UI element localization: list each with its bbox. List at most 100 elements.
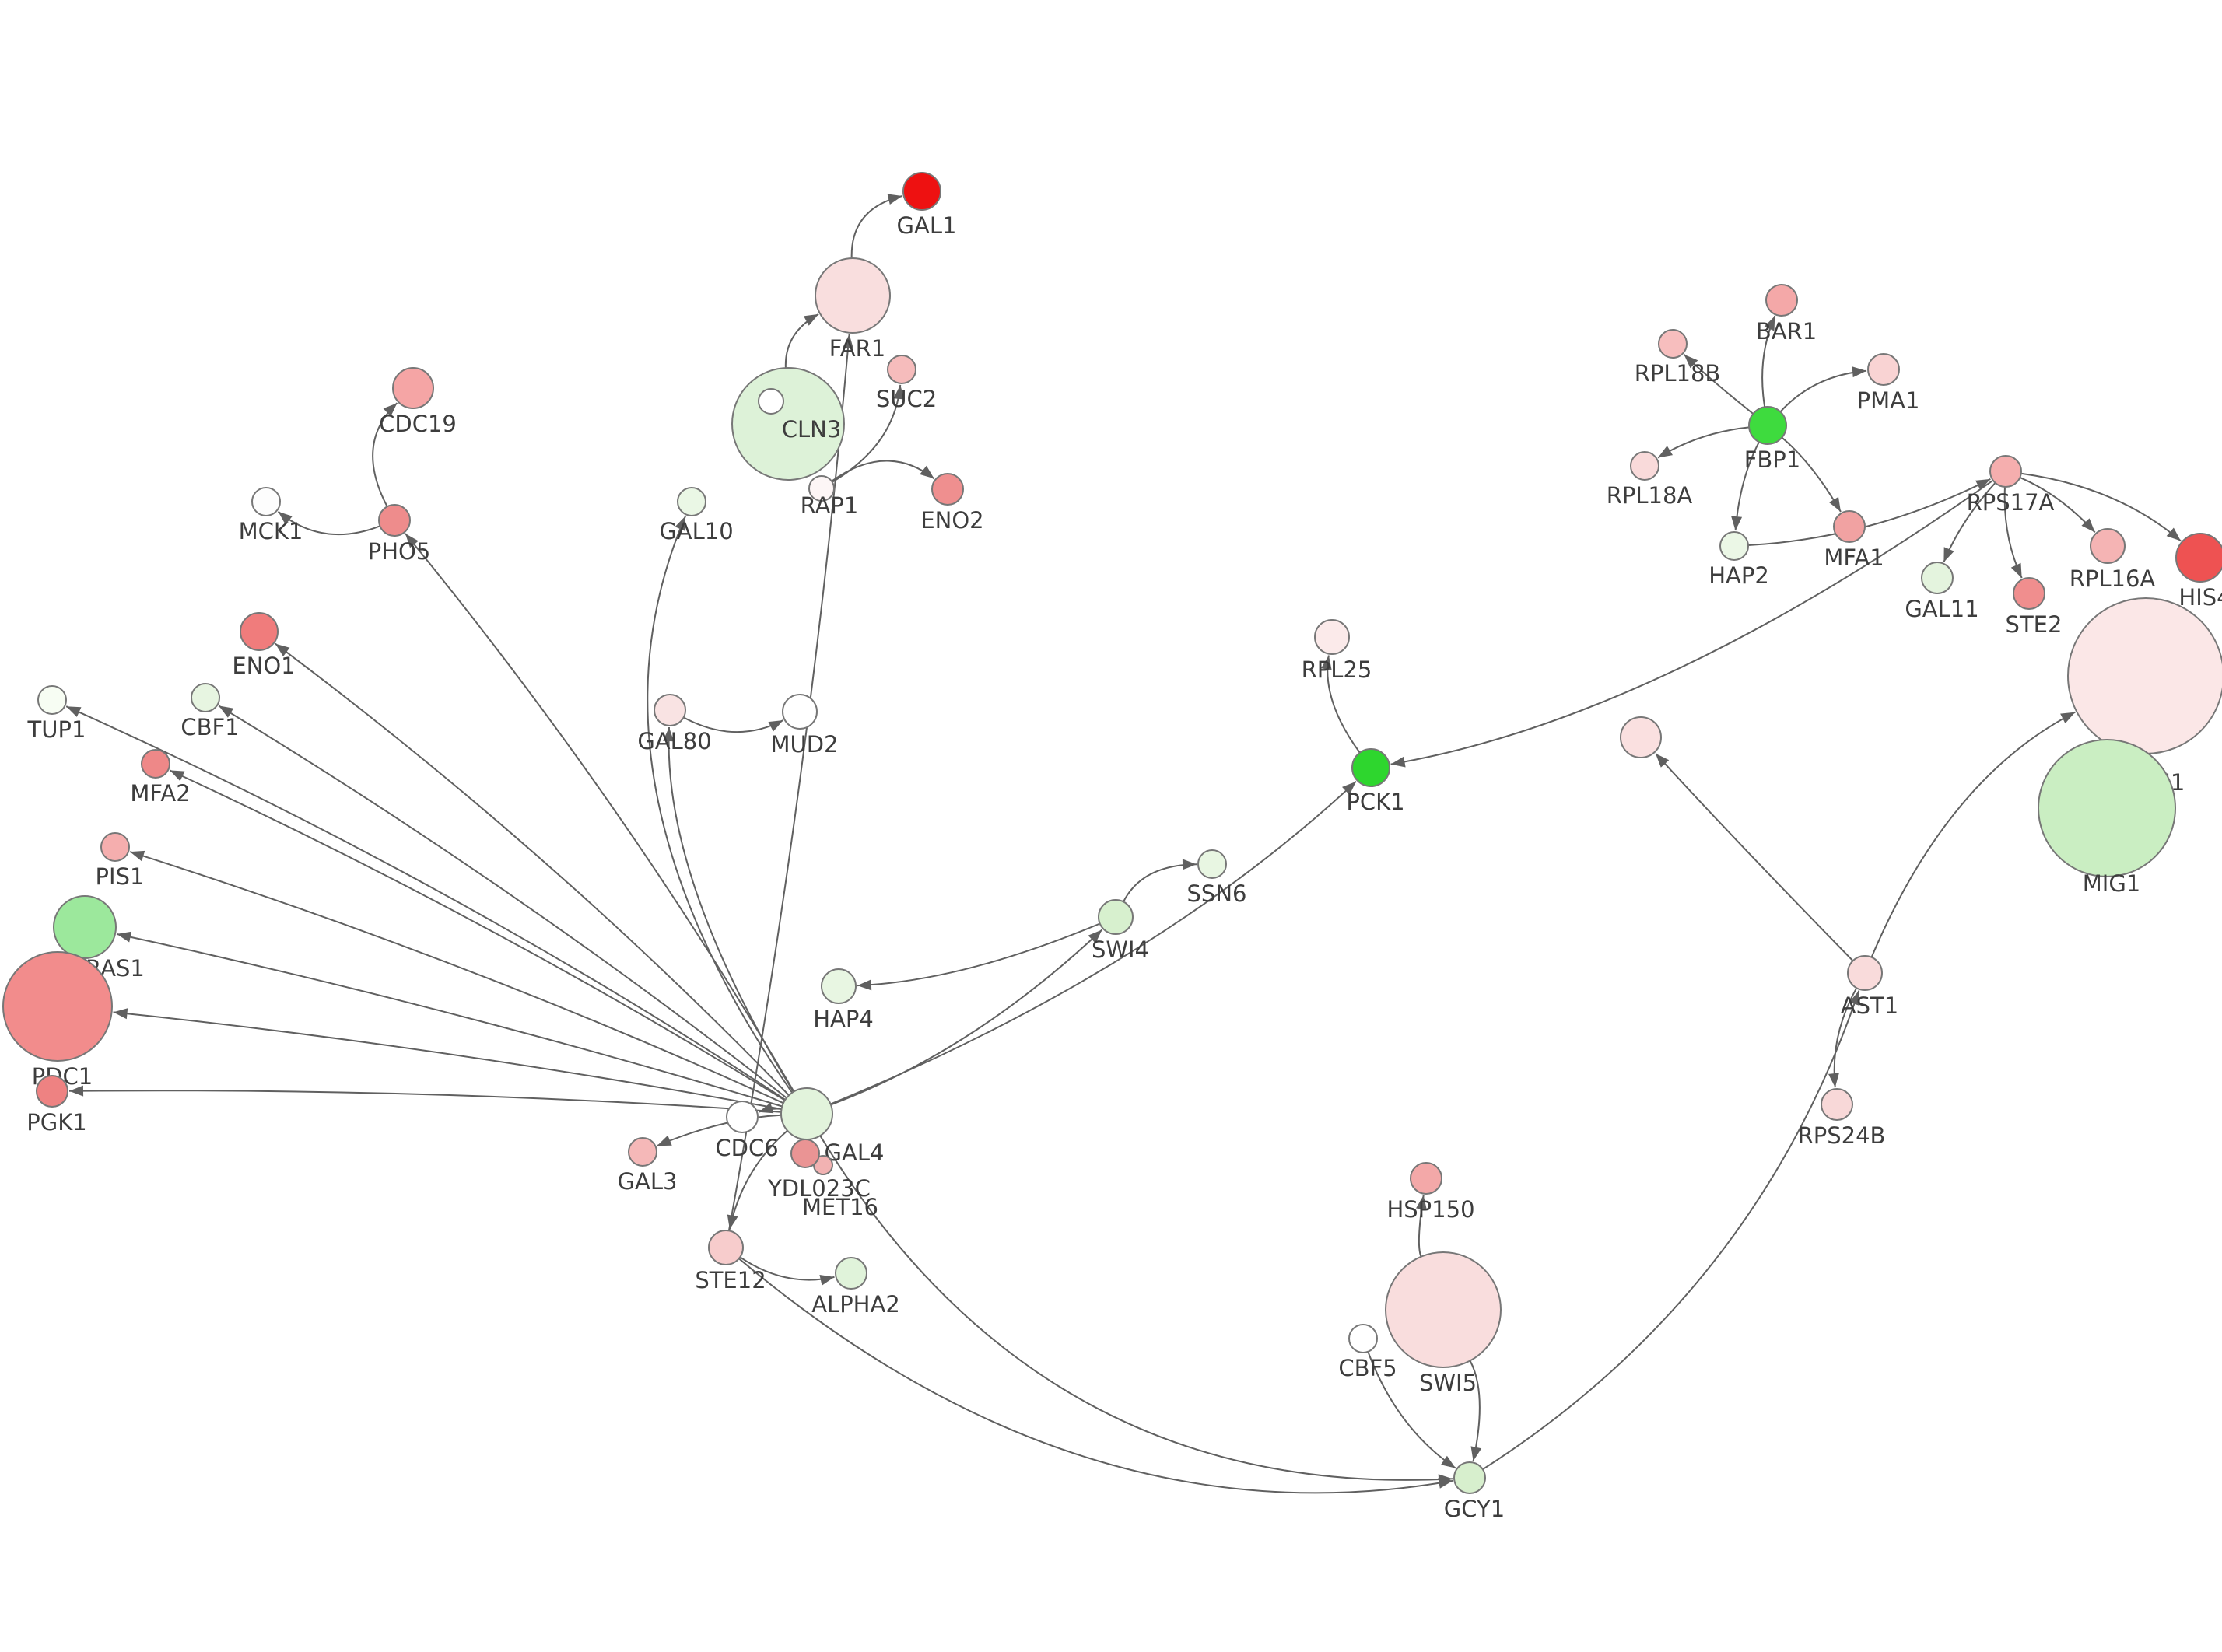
node-RAP1[interactable] [808,475,835,502]
node-MCM1[interactable] [2067,597,2222,754]
node-CDC6[interactable] [726,1101,759,1133]
node-label-ALPHA2: ALPHA2 [811,1291,900,1318]
node-GCY1[interactable] [1453,1461,1486,1494]
node-RPL18A[interactable] [1630,451,1659,481]
node-label-BAR1: BAR1 [1756,318,1817,345]
node-MFA2[interactable] [141,749,170,779]
edge-GAL4-PDC1[interactable] [113,1011,782,1110]
arrowhead-STE12-ALPHA2 [819,1275,835,1286]
node-MUD2[interactable] [782,694,818,730]
node-ENO2[interactable] [931,473,964,506]
edge-RAP1-ENO2[interactable] [831,460,935,482]
node-PIS1[interactable] [100,832,130,862]
node-SWI4[interactable] [1098,899,1134,935]
edge-RPS17A-PCK1[interactable] [1390,479,1994,765]
edge-SWI5-GCY1[interactable] [1469,1360,1481,1461]
edge-GAL4-GAL10[interactable] [647,516,794,1094]
node-CBF5[interactable] [1348,1324,1378,1353]
node-PDC1[interactable] [2,951,113,1062]
node-RPL16A[interactable] [2090,528,2126,564]
node-GAL10[interactable] [677,487,706,516]
node-RPL25[interactable] [1314,619,1350,655]
edge-FBP1-RPL18A[interactable] [1657,426,1750,459]
node-RPL18B[interactable] [1658,329,1688,359]
node-GAL1[interactable] [902,172,941,211]
node-HSP150[interactable] [1410,1162,1442,1195]
node-GAL80[interactable] [654,694,686,726]
node-ENO1[interactable] [240,612,279,651]
node-CBF1[interactable] [191,683,220,712]
edge-GAL4-SWI4[interactable] [830,929,1103,1106]
node-UNK1[interactable] [1620,716,1662,758]
node-HAP2[interactable] [1719,531,1749,561]
node-PMA1[interactable] [1867,353,1900,386]
node-RAS1[interactable] [53,895,117,959]
arrowhead-GAL4-PHO5 [405,534,419,548]
edge-GAL4-GAL3[interactable] [657,1114,782,1147]
edge-HAP2-RPS17A[interactable] [1747,478,1991,546]
arrowhead-RPS17A-GAL11 [1943,547,1954,562]
node-GAL4[interactable] [780,1087,833,1140]
node-FBP1[interactable] [1748,406,1787,445]
edge-GAL4-GCY1[interactable] [819,1135,1453,1481]
edge-CLN3-FAR1[interactable] [784,313,819,369]
node-INNER1[interactable] [758,388,784,415]
edge-GAL4-ENO1[interactable] [275,642,790,1096]
node-RPS17A[interactable] [1989,455,2022,488]
node-label-GCY1: GCY1 [1444,1496,1505,1522]
edge-GAL4-GAL80[interactable] [668,726,794,1093]
node-STE2[interactable] [2013,577,2045,610]
node-RPS24B[interactable] [1821,1088,1853,1121]
edge-RPS17A-HIS4[interactable] [2020,472,2182,542]
node-SSN6[interactable] [1197,849,1227,879]
node-BAR1[interactable] [1765,284,1798,317]
node-MIG1[interactable] [2038,739,2176,877]
edge-SWI4-SSN6[interactable] [1123,863,1197,902]
node-TUP1[interactable] [37,685,67,715]
arrowhead-CLN3-FAR1 [804,313,819,326]
node-ALPHA2[interactable] [835,1257,867,1290]
arrowhead-GAL80-MUD2 [768,720,783,732]
node-label-TUP1: TUP1 [27,716,86,743]
edge-FAR1-GAL1[interactable] [850,195,902,259]
node-HIS4[interactable] [2175,533,2222,583]
node-label-HAP2: HAP2 [1709,562,1769,589]
node-SUC2[interactable] [887,355,916,384]
node-MFA1[interactable] [1833,510,1866,543]
edge-GAL4-TUP1[interactable] [65,705,786,1101]
node-STE12[interactable] [708,1230,744,1265]
edge-STE12-GCY1[interactable] [738,1258,1453,1494]
node-SWI5[interactable] [1385,1251,1502,1368]
edge-GAL4-PCK1[interactable] [830,780,1357,1105]
node-AST1[interactable] [1847,955,1883,991]
edge-GCY1-AST1[interactable] [1482,990,1860,1471]
arrowhead-GAL4-PGK1 [69,1085,84,1097]
edge-AST1-MCM1[interactable] [1870,711,2076,958]
edge-STE12-FAR1[interactable] [727,334,850,1231]
node-PHO5[interactable] [378,504,411,537]
node-GAL11[interactable] [1921,562,1954,594]
node-HAP4[interactable] [821,968,857,1004]
edge-SWI4-HAP4[interactable] [857,922,1101,987]
arrowhead-FAR1-GAL1 [887,194,902,205]
node-label-FBP1: FBP1 [1744,446,1801,473]
edge-AST1-UNK1[interactable] [1655,753,1854,961]
node-PCK1[interactable] [1351,748,1390,787]
node-FAR1[interactable] [815,257,891,334]
edge-CBF5-GCY1[interactable] [1367,1351,1456,1469]
arrowhead-RPS17A-RPL16A [2081,518,2095,533]
edge-GAL4-CBF1[interactable] [218,705,787,1099]
edge-GAL4-MFA2[interactable] [169,769,786,1101]
node-YDL023C[interactable] [790,1139,820,1168]
node-PGK1[interactable] [36,1075,68,1108]
node-GAL3[interactable] [628,1137,657,1167]
arrowhead-FBP1-BAR1 [1764,316,1775,331]
node-MCK1[interactable] [251,487,281,516]
edge-GAL4-PGK1[interactable] [68,1090,782,1113]
node-CDC19[interactable] [392,367,434,409]
edge-GAL4-PHO5[interactable] [405,533,795,1093]
edge-GAL4-PIS1[interactable] [129,851,784,1104]
node-label-STE12: STE12 [695,1267,766,1293]
edge-GAL4-RAS1[interactable] [116,933,783,1108]
